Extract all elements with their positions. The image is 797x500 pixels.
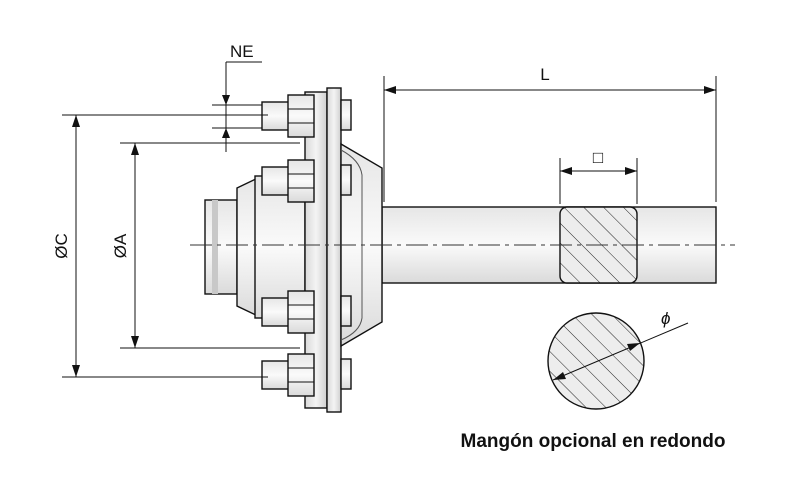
wheel-stud-upper [261, 159, 315, 203]
dim-label-l: L [540, 65, 549, 84]
dimension-dia-a [120, 142, 300, 349]
dimension-square [559, 158, 638, 204]
dim-label-dia-a: ØA [111, 233, 130, 258]
wheel-stud-top [261, 94, 315, 138]
round-section [547, 312, 689, 410]
dimension-dia-c [62, 114, 268, 378]
wheel-stud-lower [261, 290, 315, 334]
dim-label-ne: NE [230, 42, 254, 61]
dimension-l [383, 76, 717, 202]
wheel-stud-bottom [261, 353, 315, 397]
dimension-ne [212, 61, 262, 152]
caption: Mangón opcional en redondo [461, 431, 726, 452]
dim-label-phi: ϕ [661, 309, 670, 328]
dim-label-dia-c: ØC [52, 233, 71, 259]
dim-label-square: □ [593, 148, 603, 167]
stud-ends [340, 99, 352, 390]
